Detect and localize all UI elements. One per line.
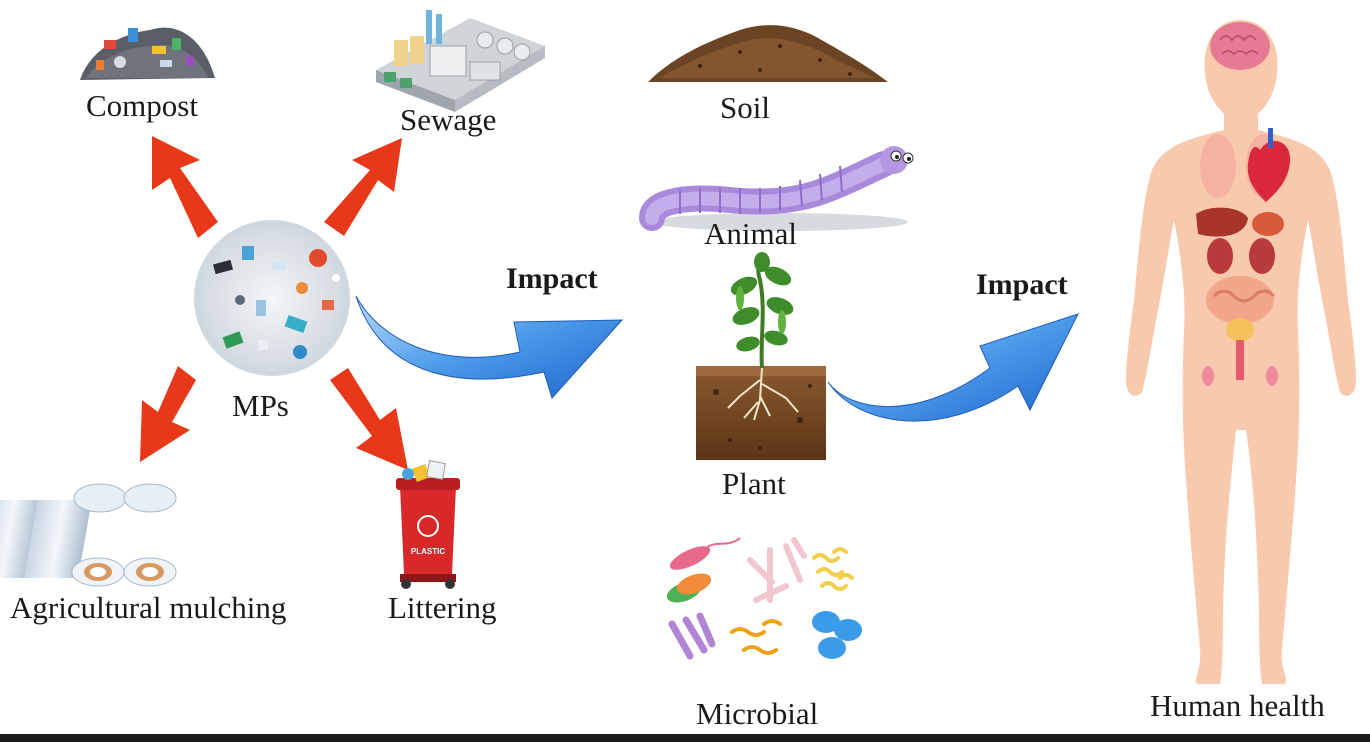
blue-curved-arrow-icon: [827, 313, 1079, 422]
arrow-to-compost: [152, 136, 218, 238]
arrow-to-littering: [330, 368, 408, 470]
blue-curved-arrow-icon: [355, 295, 624, 399]
label-sewage: Sewage: [400, 102, 497, 137]
label-littering: Littering: [388, 590, 497, 625]
label-compost: Compost: [86, 88, 198, 123]
label-agricultural-mulching: Agricultural mulching: [10, 590, 287, 625]
human-body-icon: [1126, 20, 1356, 684]
label-animal: Animal: [704, 216, 797, 251]
label-microbial: Microbial: [696, 696, 819, 731]
label-impact-2: Impact: [976, 268, 1068, 301]
microbes-icon: [666, 537, 862, 660]
litter-bin-icon: PLASTIC: [396, 460, 460, 589]
sewage-plant-icon: [376, 10, 545, 112]
label-mps: MPs: [232, 388, 289, 423]
microplastics-icon: [194, 220, 350, 376]
mulch-film-rolls-icon: [0, 483, 177, 587]
compost-pile-icon: [80, 27, 215, 80]
label-impact-1: Impact: [506, 262, 598, 295]
label-soil: Soil: [720, 90, 770, 125]
soil-mound-icon: [648, 25, 888, 82]
bottom-border: [0, 734, 1370, 742]
worm-icon: [639, 146, 914, 231]
arrow-to-agricultural-mulching: [140, 366, 196, 462]
plant-in-soil-icon: [696, 252, 826, 460]
bin-text: PLASTIC: [411, 547, 445, 556]
label-plant: Plant: [722, 466, 786, 501]
label-human-health: Human health: [1150, 688, 1325, 723]
arrow-to-sewage: [324, 138, 402, 236]
